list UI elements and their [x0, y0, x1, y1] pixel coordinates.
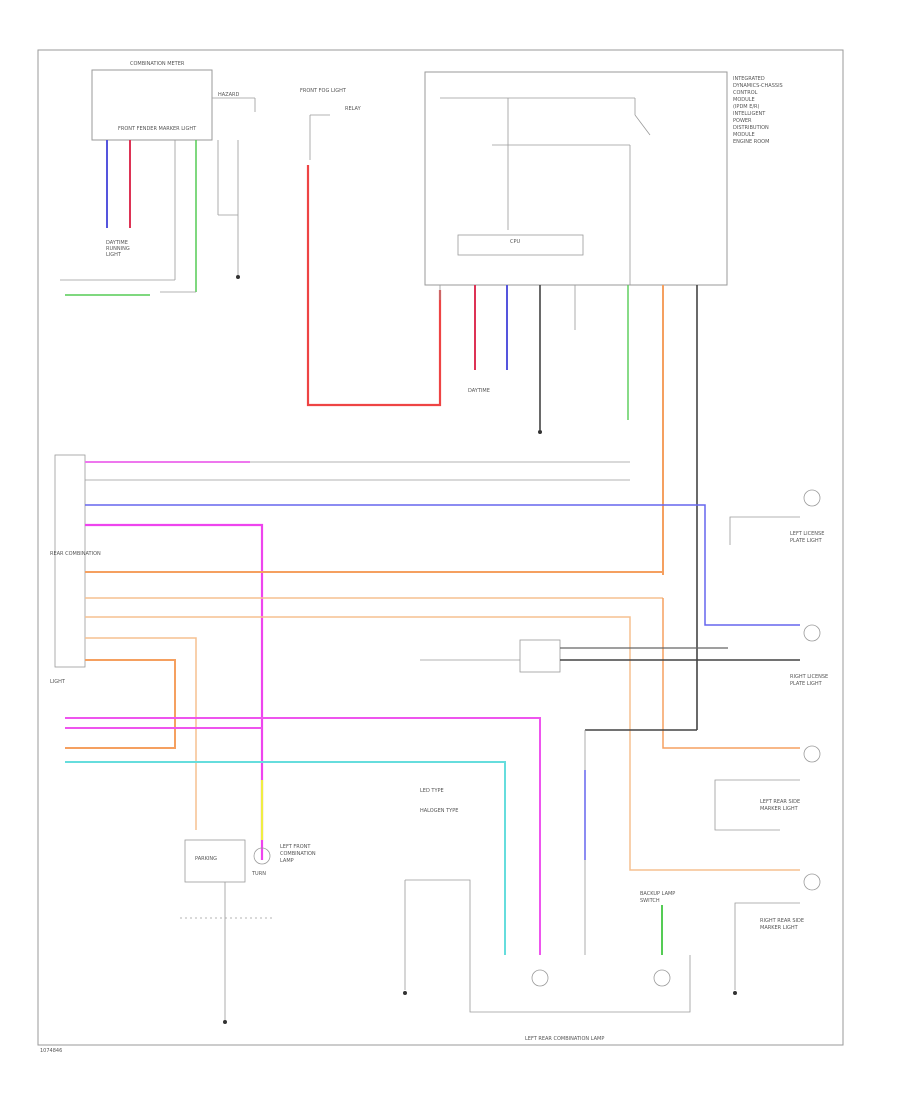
ipdm-label-10: ENGINE ROOM: [733, 139, 769, 145]
diagram-frame: [37, 49, 844, 1046]
rear-combo-label: REAR COMBINATION: [50, 551, 101, 557]
right-license-lamp-icon: [803, 624, 821, 642]
right-license-label: RIGHT LICENSE: [790, 674, 828, 680]
rear-combo-lamp-label: LIGHT: [50, 679, 66, 685]
left-license-lamp-icon: [803, 489, 821, 507]
ipdm-label-9: MODULE: [733, 132, 755, 138]
ipdm-label-6: INTELLIGENT: [733, 111, 766, 117]
ipdm-label-1: INTEGRATED: [733, 76, 765, 82]
ipdm-label-2: DYNAMICS-CHASSIS: [733, 83, 783, 89]
front-fog-relay-label: RELAY: [345, 106, 362, 112]
right-rear-marker-icon: [803, 873, 821, 891]
left-front-combo-label: LEFT FRONT: [280, 844, 311, 850]
fender-marker-label: FRONT FENDER MARKER LIGHT: [118, 126, 197, 132]
daytime-label-3: LIGHT: [106, 252, 122, 258]
left-connector-block: [54, 454, 86, 668]
combination-meter-label: COMBINATION METER: [130, 61, 185, 67]
parking-label: PARKING: [195, 856, 217, 862]
left-license-label: LEFT LICENSE: [790, 531, 824, 537]
left-rear-marker-label: LEFT REAR SIDE: [760, 799, 800, 805]
middle-connector: [519, 639, 561, 673]
legend-halogen: HALOGEN TYPE: [420, 808, 458, 814]
ipdm-label-8: DISTRIBUTION: [733, 125, 769, 131]
backup-lamp-label-2: SWITCH: [640, 898, 660, 904]
left-front-combo-box: [184, 839, 246, 883]
hazard-label: HAZARD: [218, 92, 240, 98]
footer-code: 1074846: [40, 1048, 62, 1054]
daytime-label-2: RUNNING: [106, 246, 130, 252]
left-rear-marker-label-2: MARKER LIGHT: [760, 806, 799, 812]
front-fog-label: FRONT FOG LIGHT: [300, 88, 347, 94]
backup-lamp-label: BACKUP LAMP: [640, 891, 675, 897]
right-rear-marker-label-2: MARKER LIGHT: [760, 925, 799, 931]
ipdm-label-4: MODULE: [733, 97, 755, 103]
rear-lamp-icon-1: [531, 969, 549, 987]
left-rear-marker-icon: [803, 745, 821, 763]
ipdm-label-3: CONTROL: [733, 90, 758, 96]
left-front-combo-label-2: COMBINATION: [280, 851, 316, 857]
daytime-right-label: DAYTIME: [468, 388, 490, 394]
cpu-label: CPU: [510, 239, 521, 245]
left-license-label-2: PLATE LIGHT: [790, 538, 823, 544]
ipdm-label-7: POWER: [733, 118, 752, 124]
left-rear-combo-label: LEFT REAR COMBINATION LAMP: [525, 1036, 604, 1042]
rear-lamp-icon-2: [653, 969, 671, 987]
right-license-label-2: PLATE LIGHT: [790, 681, 823, 687]
combination-meter-box: [91, 69, 213, 141]
right-rear-marker-label: RIGHT REAR SIDE: [760, 918, 804, 924]
ipdm-label-5: (IPDM E/R): [733, 104, 760, 110]
ipdm-box: [424, 71, 728, 286]
turn-signal-lamp-icon: [253, 847, 271, 865]
daytime-label: DAYTIME: [106, 240, 128, 246]
turn-signal-label: TURN: [251, 871, 266, 877]
left-front-combo-label-3: LAMP: [280, 858, 294, 864]
legend-led: LED TYPE: [420, 788, 444, 794]
